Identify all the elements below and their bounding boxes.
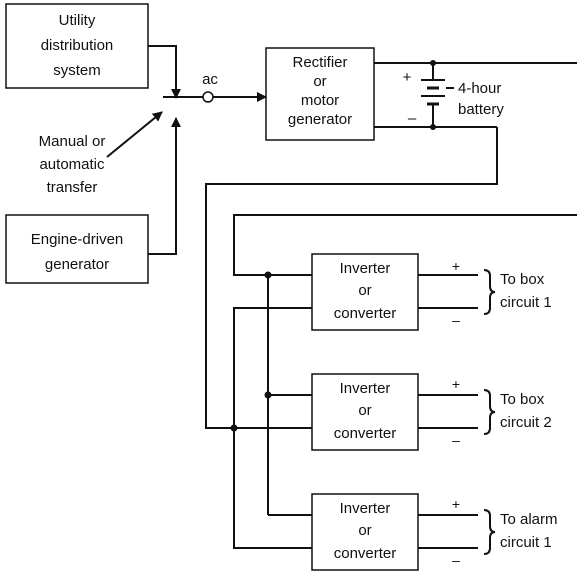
dc-bus-wiring <box>205 127 577 549</box>
inverter-label-line: converter <box>334 545 397 562</box>
transfer-line-1: Manual or <box>39 133 106 150</box>
engine-line-2: generator <box>45 256 109 273</box>
battery-plus: + <box>403 69 412 86</box>
inverter-label-line: Inverter <box>340 260 391 277</box>
inverter-label-line: or <box>358 402 371 419</box>
inverter-label-line: or <box>358 282 371 299</box>
polarity-mark: – <box>452 432 460 448</box>
polarity-mark: + <box>452 258 460 274</box>
inverter-2: Inverter or converter + – To box circuit… <box>311 373 552 451</box>
battery-line-2: battery <box>458 101 504 118</box>
utility-distribution-block: Utility distribution system <box>5 3 149 89</box>
switch-contact <box>202 91 214 103</box>
rectifier-line-1: Rectifier <box>292 54 347 71</box>
inverter-3: Inverter or converter + – To alarm circu… <box>311 493 558 571</box>
output-1-line-2: circuit 1 <box>500 294 552 311</box>
output-2-line-2: circuit 2 <box>500 414 552 431</box>
transfer-line-3: transfer <box>47 179 98 196</box>
engine-line-1: Engine-driven <box>31 231 124 248</box>
utility-line-3: system <box>53 62 101 79</box>
utility-line-1: Utility <box>59 12 96 29</box>
polarity-mark: + <box>452 496 460 512</box>
rectifier-block: Rectifier or motor generator <box>265 47 375 141</box>
rectifier-line-3: motor <box>301 92 339 109</box>
transfer-switch: ac Manual or automatic transfer <box>39 45 267 255</box>
polarity-mark: – <box>452 552 460 568</box>
output-3-line-2: circuit 1 <box>500 534 552 551</box>
utility-line-2: distribution <box>41 37 114 54</box>
engine-generator-block: Engine-driven generator <box>5 214 149 284</box>
inverter-label-line: Inverter <box>340 500 391 517</box>
rectifier-line-4: generator <box>288 111 352 128</box>
battery-minus: – <box>408 110 417 127</box>
battery-line-1: 4-hour <box>458 80 501 97</box>
inverter-label-line: converter <box>334 305 397 322</box>
inverter-1: Inverter or converter + – To box circuit… <box>311 253 552 331</box>
inverter-label-line: or <box>358 522 371 539</box>
output-1-line-1: To box <box>500 271 545 288</box>
transfer-line-2: automatic <box>39 156 105 173</box>
polarity-mark: + <box>452 376 460 392</box>
inverter-label-line: Inverter <box>340 380 391 397</box>
battery-symbol: + – 4-hour battery <box>374 60 577 130</box>
inverter-label-line: converter <box>334 425 397 442</box>
polarity-mark: – <box>452 312 460 328</box>
output-2-line-1: To box <box>500 391 545 408</box>
ac-label: ac <box>202 71 218 88</box>
output-3-line-1: To alarm <box>500 511 558 528</box>
rectifier-line-2: or <box>313 73 326 90</box>
